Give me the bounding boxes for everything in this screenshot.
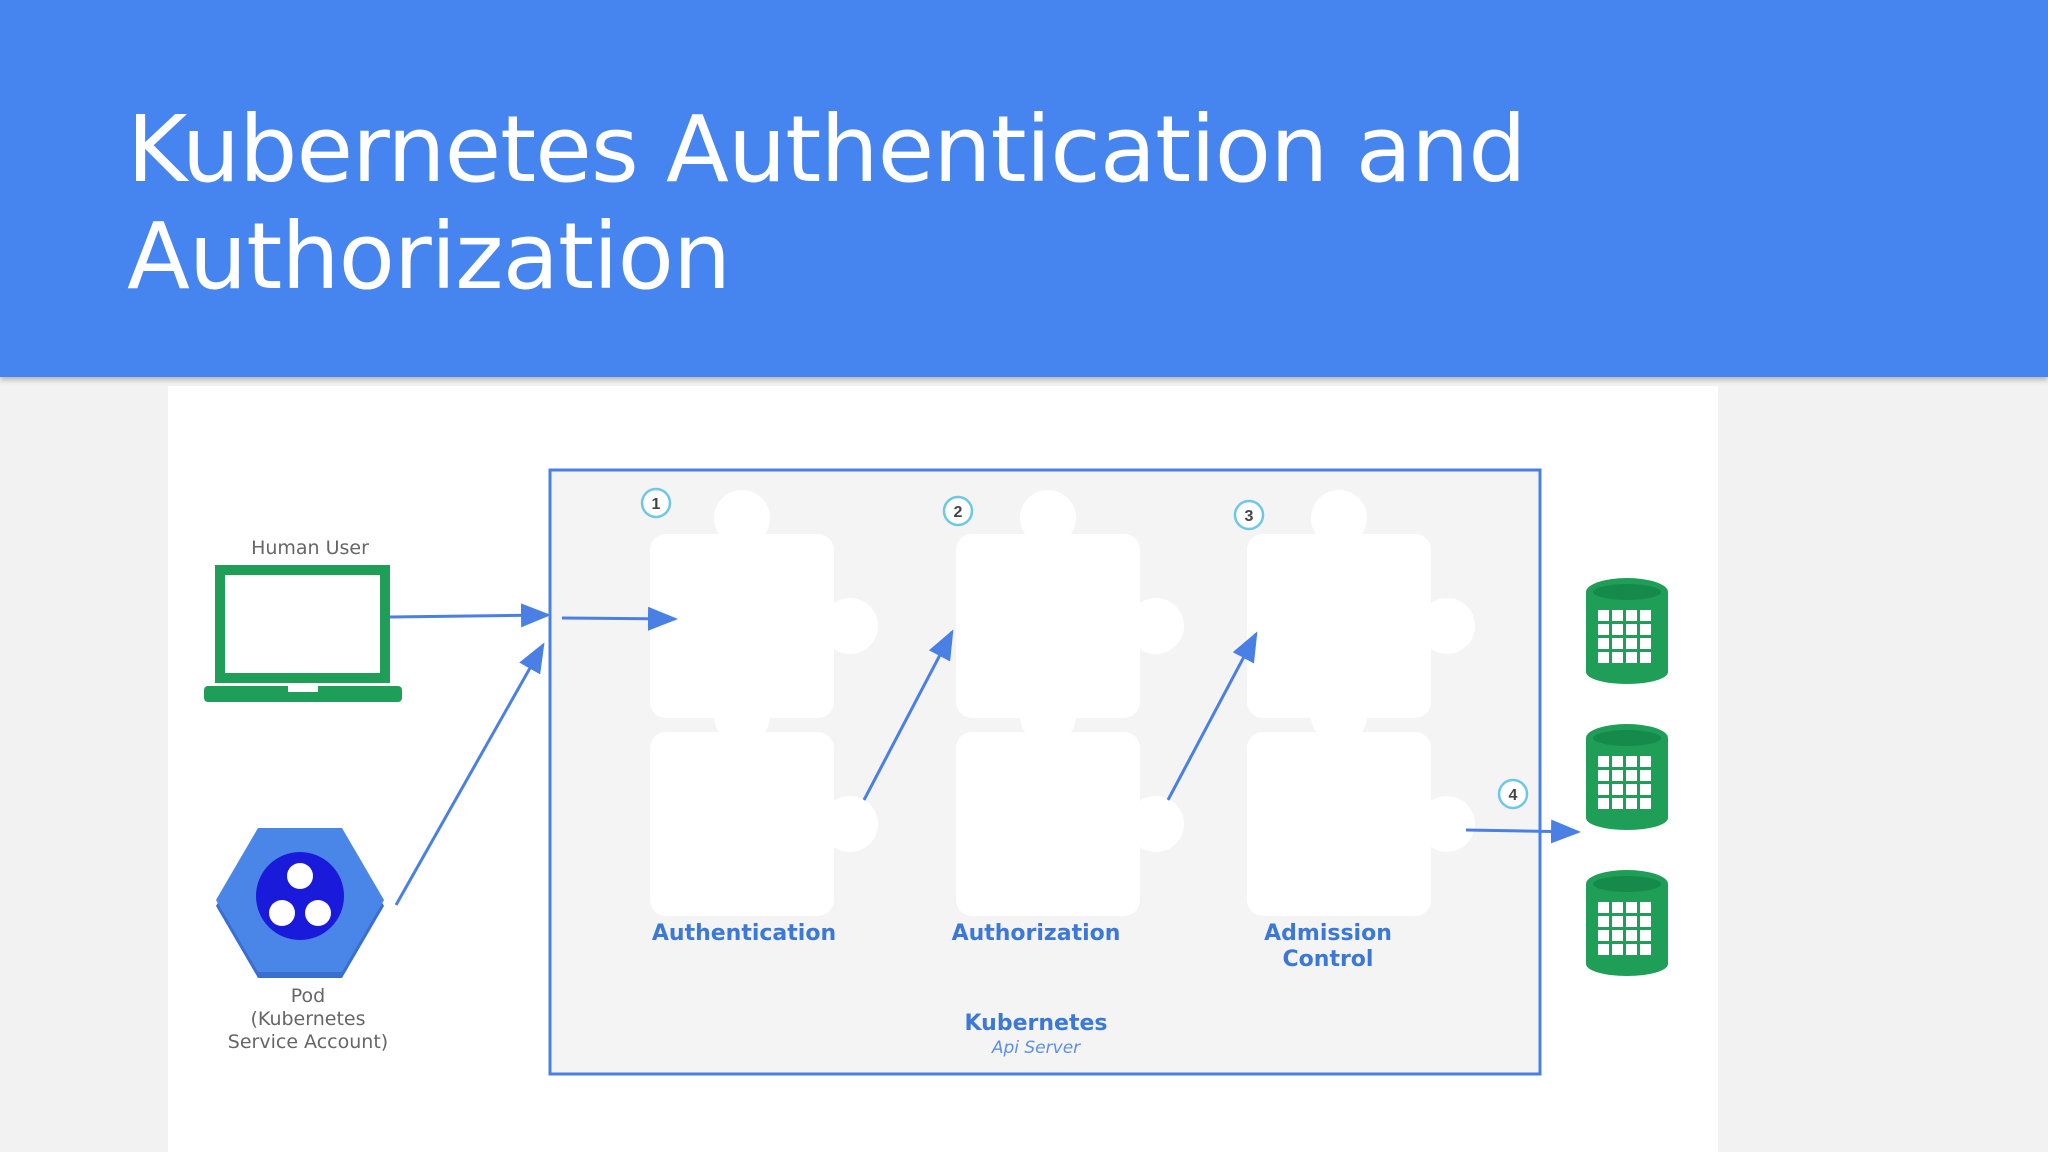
entry-arrow (561, 606, 678, 631)
authz-to-admission-arrow (1166, 631, 1258, 801)
step-1-badge: 1 (640, 487, 672, 519)
step-4-badge: 4 (1497, 778, 1529, 810)
user-to-api-arrow (389, 603, 551, 628)
svg-text:2: 2 (954, 504, 963, 521)
admission-to-storage-arrow (1465, 819, 1581, 844)
step-3-badge: 3 (1233, 499, 1265, 531)
api-server-subtitle: Api Server (991, 1038, 1081, 1058)
authorization-label: Authorization (952, 921, 1121, 946)
database-icon (1586, 724, 1668, 830)
svg-text:3: 3 (1245, 508, 1254, 525)
step-2-badge: 2 (942, 495, 974, 527)
slide-title-line-2: Authorization (127, 203, 731, 310)
api-server-title: Kubernetes (965, 1011, 1108, 1036)
pod-label-line-1: Pod (291, 985, 325, 1007)
pod-label-line-2: (Kubernetes (251, 1008, 366, 1030)
admission-control-label-line-1: Admission (1264, 921, 1392, 946)
human-user-label: Human User (251, 537, 369, 559)
database-icon (1586, 578, 1668, 684)
admission-control-label-line-2: Control (1283, 947, 1374, 972)
pod-label-line-3: Service Account) (228, 1031, 388, 1053)
laptop-icon (204, 565, 402, 702)
svg-text:1: 1 (652, 496, 661, 513)
authentication-label: Authentication (652, 921, 836, 946)
database-icon (1586, 870, 1668, 976)
pod-icon (216, 828, 384, 978)
slide-title-line-1: Kubernetes Authentication and (127, 96, 1527, 203)
pod-to-api-arrow (394, 642, 545, 906)
slide-header: Kubernetes Authentication and Authorizat… (0, 0, 2048, 377)
authn-to-authz-arrow (862, 629, 954, 801)
svg-text:4: 4 (1509, 787, 1518, 804)
